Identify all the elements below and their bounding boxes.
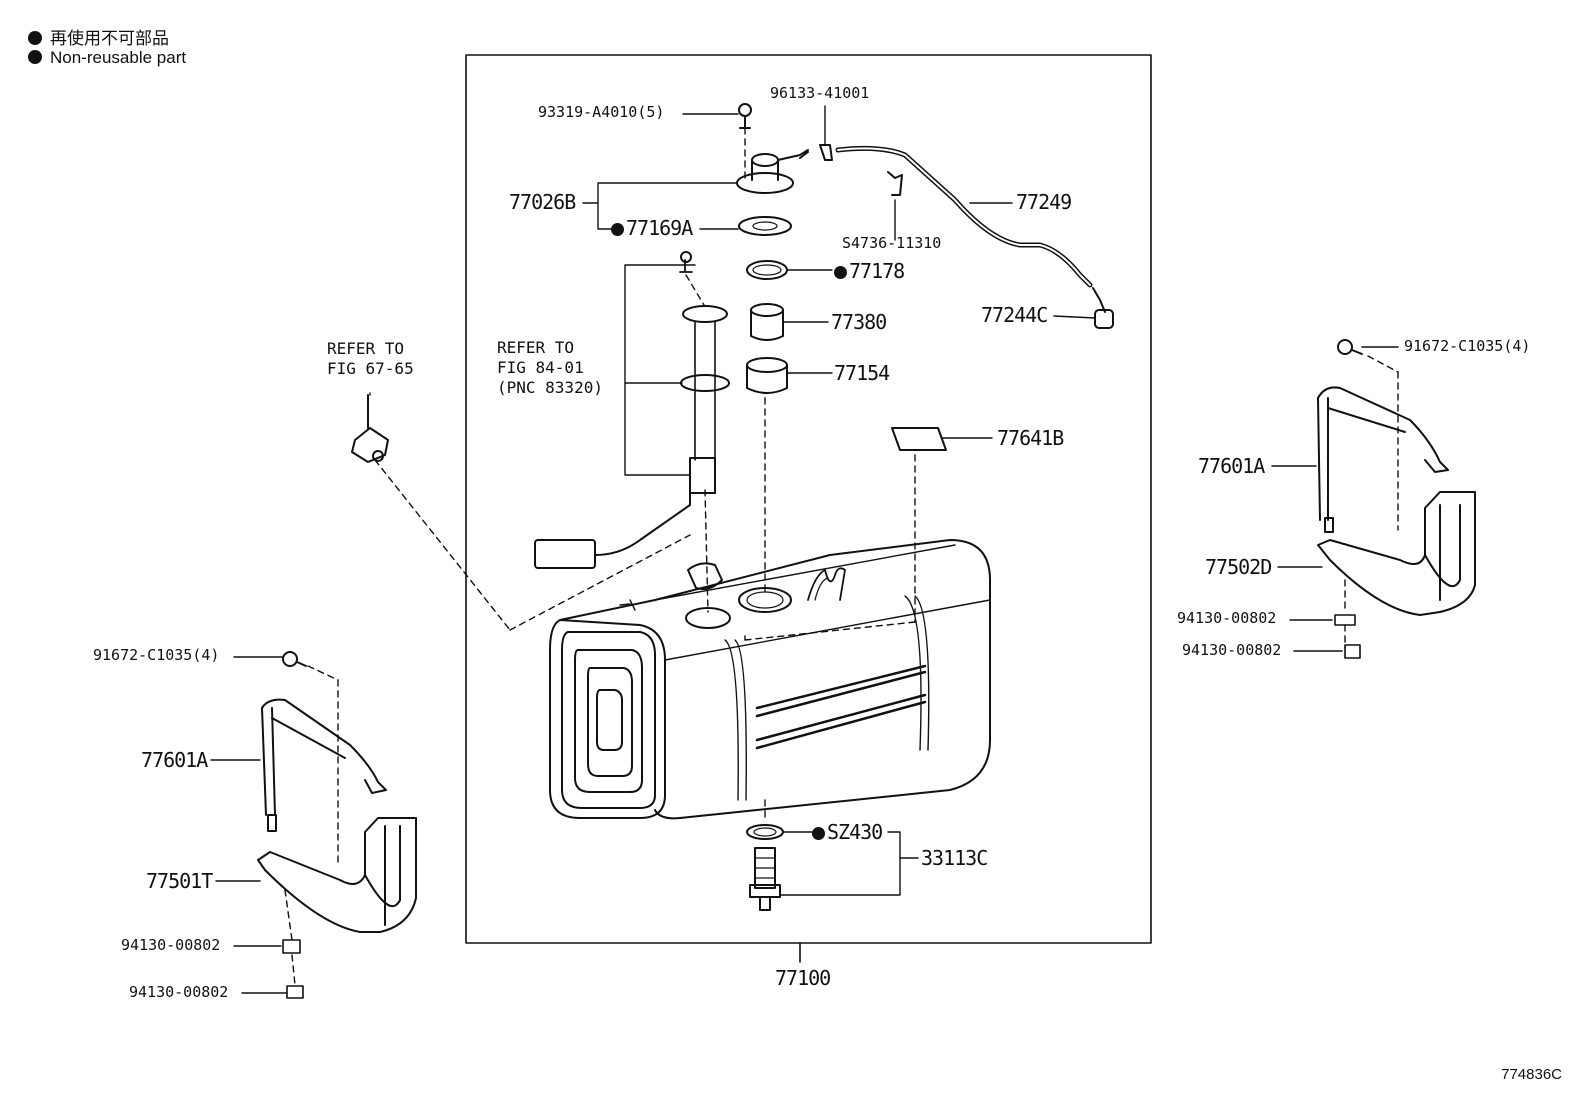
ref-fig-67-65[interactable]: REFER TO FIG 67-65	[327, 339, 414, 378]
part-label-77244c[interactable]: 77244C	[981, 303, 1048, 327]
ref-fig-84-01[interactable]: REFER TO FIG 84-01 (PNC 83320)	[497, 338, 603, 397]
part-label-77100[interactable]: 77100	[775, 966, 831, 990]
figure-id: 774836C	[1501, 1066, 1562, 1083]
part-label-right-94130-b[interactable]: 94130-00802	[1182, 641, 1282, 659]
part-label-left-94130-b[interactable]: 94130-00802	[129, 983, 229, 1001]
fuel-sensor-left	[351, 394, 389, 463]
part-label-93319[interactable]: 93319-A4010(5)	[538, 103, 665, 121]
part-label-77249[interactable]: 77249	[1016, 190, 1072, 214]
part-label-77154[interactable]: 77154	[834, 361, 890, 385]
part-label-77380[interactable]: 77380	[831, 310, 887, 334]
part-label-right-91672[interactable]: 91672-C1035(4)	[1404, 337, 1531, 355]
part-label-left-91672[interactable]: 91672-C1035(4)	[93, 646, 220, 664]
part-label-right-77601a[interactable]: 77601A	[1198, 454, 1265, 478]
part-label-left-77501t[interactable]: 77501T	[146, 869, 213, 893]
sender-gauge-unit	[736, 103, 809, 236]
part-label-right-94130-a[interactable]: 94130-00802	[1177, 609, 1277, 627]
legend-english: Non-reusable part	[28, 48, 186, 68]
part-label-96133[interactable]: 96133-41001	[770, 84, 870, 102]
part-label-left-94130-a[interactable]: 94130-00802	[121, 936, 221, 954]
vent-tube	[819, 144, 1114, 329]
solid-leaders	[210, 105, 1399, 994]
bullet-icon	[28, 31, 42, 45]
part-label-s4736[interactable]: S4736-11310	[842, 234, 942, 252]
part-label-77178[interactable]: 77178	[834, 261, 905, 281]
legend-japanese: 再使用不可部品	[28, 24, 169, 49]
part-label-77169a[interactable]: 77169A	[611, 218, 693, 238]
part-label-33113c[interactable]: 33113C	[921, 846, 988, 870]
drain-plug	[746, 824, 784, 911]
bullet-icon	[28, 50, 42, 64]
dashed-leaders	[284, 127, 1399, 986]
part-label-77641b[interactable]: 77641B	[997, 426, 1064, 450]
part-label-right-77502d[interactable]: 77502D	[1205, 555, 1272, 579]
left-strap-bracket	[257, 651, 417, 999]
part-label-77026b[interactable]: 77026B	[509, 190, 576, 214]
fuel-tank	[549, 539, 991, 820]
fuel-sender-assembly	[534, 251, 730, 569]
part-label-left-77601a[interactable]: 77601A	[141, 748, 208, 772]
right-strap-bracket	[1317, 339, 1476, 659]
part-label-sz430[interactable]: SZ430	[812, 822, 883, 842]
assembly-frame	[465, 54, 1152, 944]
filler-parts	[746, 260, 947, 451]
